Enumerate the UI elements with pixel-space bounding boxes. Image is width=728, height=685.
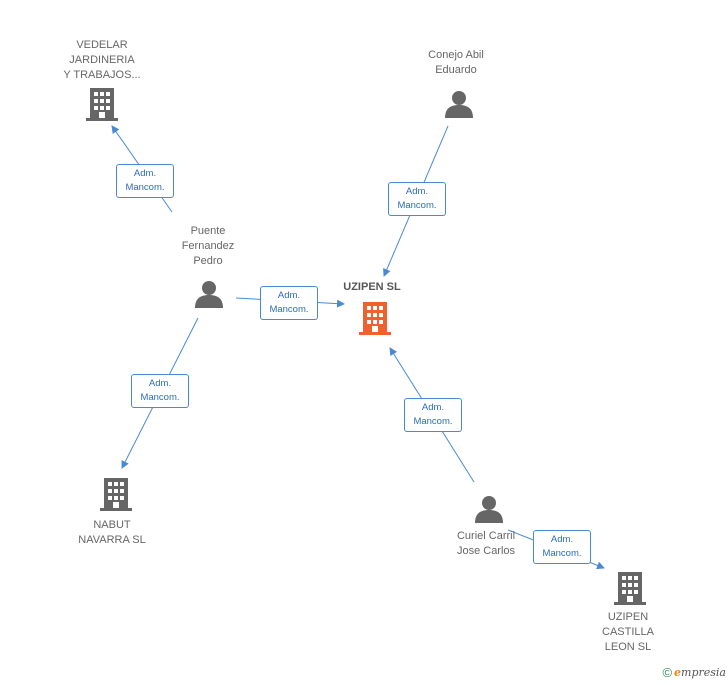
brand-initial: e [674, 666, 682, 679]
node-label-puente[interactable]: Puente Fernandez Pedro [181, 225, 235, 267]
edge-role-line2: Mancom. [125, 182, 165, 193]
edge-label-puente-nabut[interactable]: Adm. Mancom. [131, 374, 189, 408]
building-icon[interactable] [614, 572, 646, 606]
edge-role-line1: Adm. [421, 402, 445, 413]
edge-label-puente-uzipen[interactable]: Adm. Mancom. [260, 286, 318, 320]
building-icon[interactable] [100, 478, 132, 512]
edge-role-line1: Adm. [277, 290, 301, 301]
node-label-curiel[interactable]: Curiel Carril Jose Carlos [456, 530, 516, 557]
node-label-uzipen[interactable]: UZIPEN SL [343, 281, 401, 293]
edge-role-line2: Mancom. [542, 548, 582, 559]
edge-role-line2: Mancom. [413, 416, 453, 427]
edge-label-curiel-uzipen[interactable]: Adm. Mancom. [404, 398, 462, 432]
edge-role-line1: Adm. [550, 534, 574, 545]
edge-label-puente-vedelar[interactable]: Adm. Mancom. [116, 164, 174, 198]
person-icon[interactable] [194, 280, 224, 308]
node-label-vedelar[interactable]: VEDELAR JARDINERIA Y TRABAJOS... [63, 39, 141, 81]
person-icon[interactable] [444, 90, 474, 118]
brand-logo: empresia [674, 666, 726, 679]
building-icon[interactable] [86, 88, 118, 122]
edge-role-line1: Adm. [148, 378, 172, 389]
footer-credit: © empresia [662, 665, 726, 680]
edge-role-line1: Adm. [133, 168, 157, 179]
node-label-nabut[interactable]: NABUT NAVARRA SL [78, 519, 146, 546]
edge-role-line2: Mancom. [269, 304, 309, 315]
edge-label-curiel-castilla[interactable]: Adm. Mancom. [533, 530, 591, 564]
edge-role-line2: Mancom. [140, 392, 180, 403]
edge-role-line1: Adm. [405, 186, 429, 197]
node-label-conejo[interactable]: Conejo Abil Eduardo [428, 49, 484, 76]
node-label-castilla[interactable]: UZIPEN CASTILLA LEON SL [602, 611, 654, 653]
edge-role-line2: Mancom. [397, 200, 437, 211]
edge-label-conejo-uzipen[interactable]: Adm. Mancom. [388, 182, 446, 216]
building-icon[interactable] [359, 302, 391, 336]
copyright-icon: © [662, 665, 673, 680]
person-icon[interactable] [474, 495, 504, 523]
brand-name: mpresia [681, 666, 726, 679]
